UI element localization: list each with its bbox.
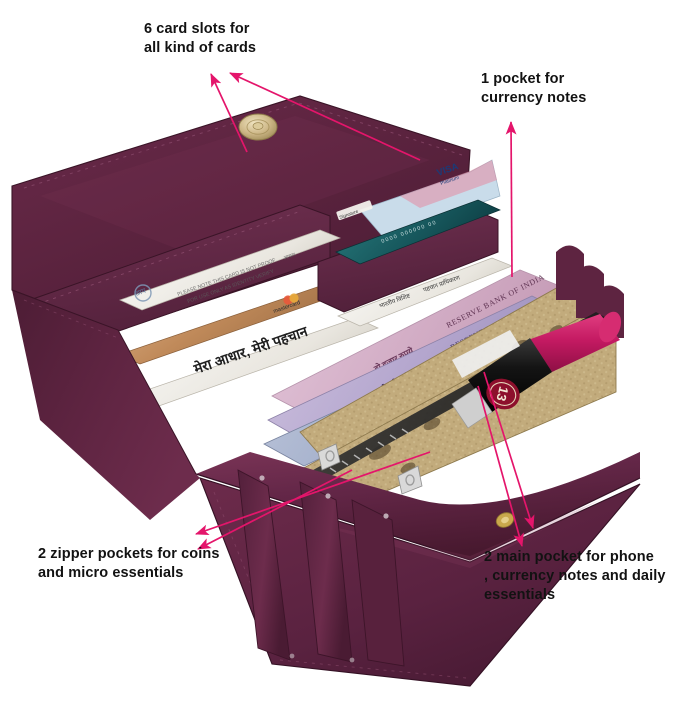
callout-main-pockets: 2 main pocket for phone , currency notes… [484,549,666,604]
callout-card-slots: 6 card slots for all kind of cards [144,21,257,57]
svg-text:छाप: छाप [134,287,147,298]
svg-text:Signature: Signature [339,209,360,220]
teal-bank-card: Signature 0000 000000 00 [335,199,501,265]
snap-button [238,113,278,141]
svg-text:आधार: आधार [283,252,297,262]
callout-zipper-pockets: 2 zipper pockets for coins and micro ess… [38,546,220,582]
callout-currency-pocket: 1 pocket for currency notes [481,71,587,107]
card-slot-panel-right: VISA Platinum Signature 0000 000000 00 भ… [317,159,513,327]
wallet-left-edge [11,289,200,520]
